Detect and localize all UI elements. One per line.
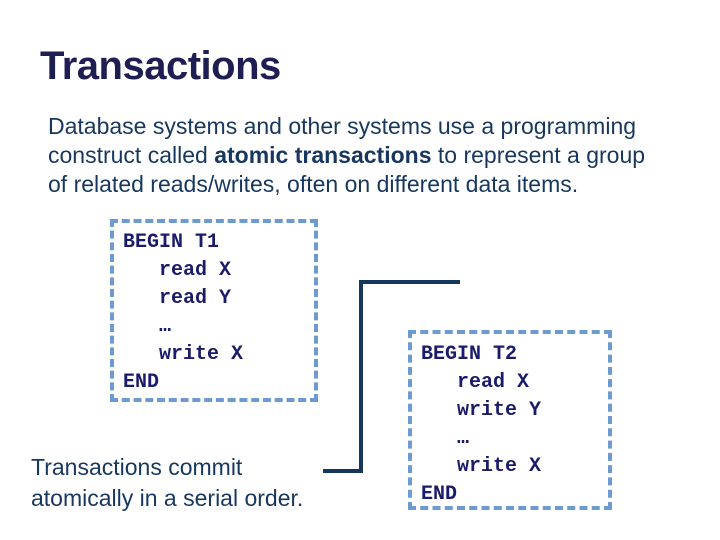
t2-code-line: BEGIN T2 bbox=[421, 343, 518, 366]
slide-title: Transactions bbox=[40, 44, 281, 88]
t1-code-line: … bbox=[123, 315, 172, 338]
t1-code-line: END bbox=[123, 371, 160, 394]
t1-code-line: read X bbox=[123, 259, 232, 282]
commit-note-line-2: atomically in a serial order. bbox=[31, 485, 304, 511]
transaction-t2-box: BEGIN T2 read X write Y … write X END bbox=[408, 330, 612, 510]
commit-note: Transactions commit atomically in a seri… bbox=[31, 452, 303, 514]
t1-code-line: read Y bbox=[123, 287, 232, 310]
intro-line2-post: to represent a group bbox=[431, 142, 646, 168]
serial-order-connector-bottom-segment bbox=[323, 469, 363, 473]
intro-paragraph-line-1: Database systems and other systems use a… bbox=[48, 113, 637, 139]
intro-line2-pre: construct called bbox=[48, 142, 215, 168]
transaction-t1-box: BEGIN T1 read X read Y … write X END bbox=[110, 219, 318, 402]
t1-code-line: write X bbox=[123, 343, 244, 366]
intro-paragraph: Database systems and other systems use a… bbox=[48, 112, 645, 199]
t2-code-line: write X bbox=[421, 455, 542, 478]
t2-code-line: … bbox=[421, 427, 470, 450]
t2-code-line: write Y bbox=[421, 399, 542, 422]
t2-code-line: END bbox=[421, 483, 458, 506]
intro-paragraph-line-3: of related reads/writes, often on differ… bbox=[48, 171, 579, 197]
serial-order-connector-top-segment bbox=[359, 280, 460, 284]
t1-code-line: BEGIN T1 bbox=[123, 231, 220, 254]
serial-order-connector-vertical-segment bbox=[359, 280, 363, 473]
t2-code-line: read X bbox=[421, 371, 530, 394]
commit-note-line-1: Transactions commit bbox=[31, 454, 243, 480]
intro-line2-bold-term: atomic transactions bbox=[214, 142, 432, 168]
intro-paragraph-line-2: construct called atomic transactions to … bbox=[48, 141, 645, 170]
